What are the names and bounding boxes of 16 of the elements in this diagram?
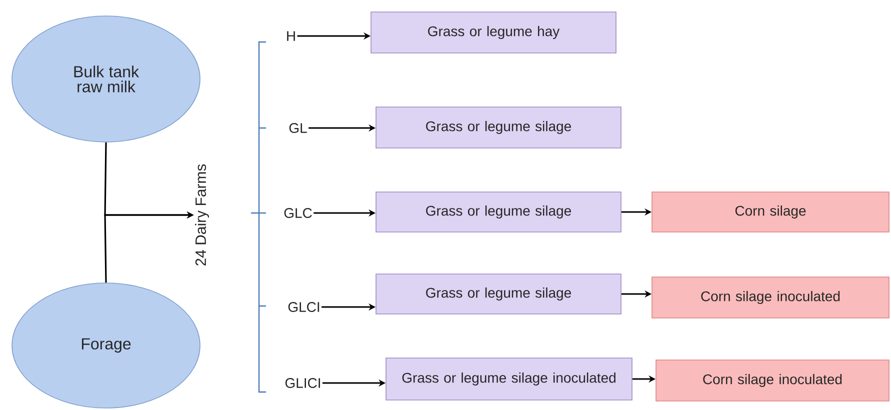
oval-node: Bulk tank raw milk <box>12 16 200 142</box>
group-label: GL <box>289 123 307 133</box>
process-box: Grass or legume silage <box>376 192 622 232</box>
process-box: Grass or legume silage inoculated <box>386 358 632 400</box>
rotated-label: 24 Dairy Farms <box>195 164 209 266</box>
group-label: GLC <box>284 208 312 218</box>
process-box: Corn silage <box>652 192 890 232</box>
process-box: Corn silage inoculated <box>652 276 890 318</box>
group-label: GLCI <box>288 302 320 312</box>
group-label: H <box>287 31 295 41</box>
process-box: Grass or legume silage <box>376 106 622 148</box>
process-box: Grass or legume hay <box>370 12 616 54</box>
oval-node: Forage <box>12 282 200 408</box>
group-label: GLICI <box>285 378 320 388</box>
process-box: Corn silage inoculated <box>656 360 890 402</box>
process-box: Grass or legume silage <box>376 274 622 314</box>
